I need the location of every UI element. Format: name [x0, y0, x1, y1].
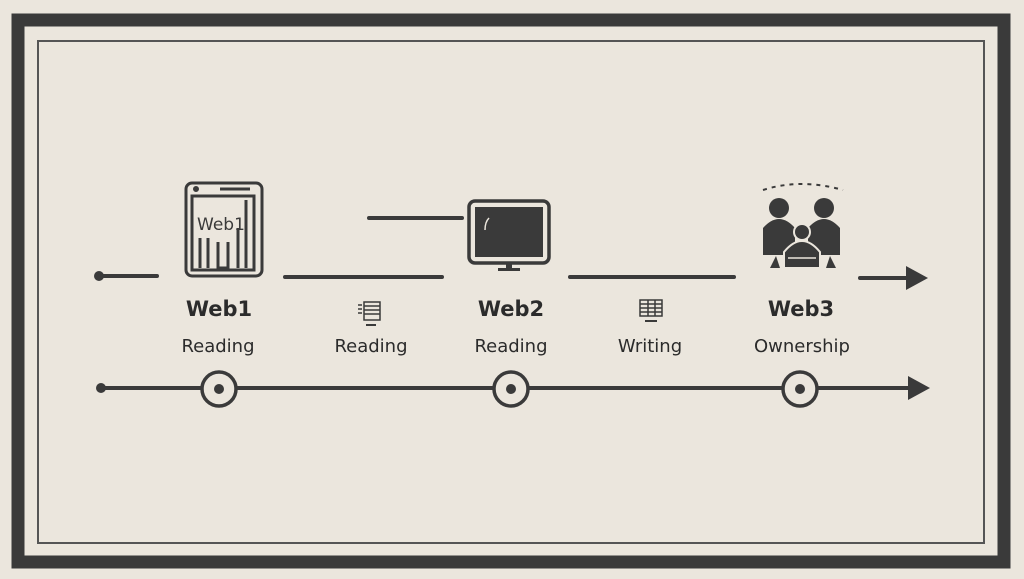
document-list-icon [358, 301, 381, 326]
stage-title-web2: Web2 [478, 297, 544, 321]
people-group-icon [762, 183, 844, 269]
timeline-marker [200, 370, 238, 408]
inner-frame [37, 40, 985, 544]
arrow-right-icon [858, 266, 928, 290]
web1-page-icon: Web1 [184, 181, 264, 278]
stage-subtitle: Reading [334, 336, 407, 357]
table-grid-icon [639, 299, 663, 322]
timeline-marker [781, 370, 819, 408]
stage-subtitle: Writing [618, 336, 682, 357]
monitor-icon [467, 199, 551, 271]
stage-title-web1: Web1 [186, 297, 252, 321]
timeline [96, 370, 930, 408]
stage-subtitle: Reading [181, 336, 254, 357]
stage-subtitle: Ownership [754, 336, 850, 357]
stage-subtitle: Reading [474, 336, 547, 357]
stage-title-web3: Web3 [768, 297, 834, 321]
outer-frame [11, 13, 1011, 569]
svg-text:Web1: Web1 [197, 215, 245, 235]
arrow-head-icon [908, 376, 930, 400]
timeline-marker [492, 370, 530, 408]
